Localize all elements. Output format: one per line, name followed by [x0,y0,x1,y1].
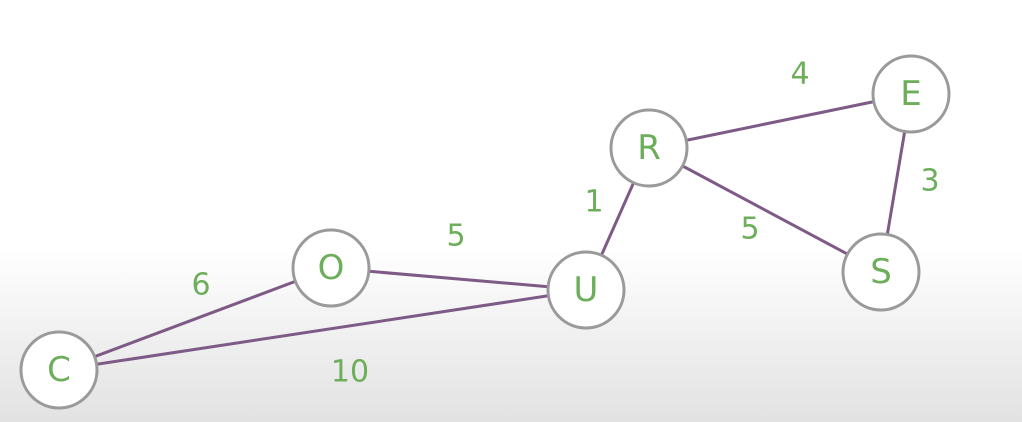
edge-weight-u-r: 1 [584,185,603,220]
edge-weight-e-s: 3 [920,164,939,199]
node-e: E [871,54,951,134]
node-circle-c [19,330,99,410]
node-label-r: R [637,128,661,168]
node-circle-r [609,108,689,188]
edge-weights-layer: 6 10 5 1 4 5 3 [191,57,939,390]
edge-c-u [57,288,588,372]
node-circle-o [291,228,371,308]
edge-c-o [57,266,333,372]
edge-weight-r-e: 4 [790,57,809,92]
node-o: O [291,228,371,308]
edge-weight-r-s: 5 [740,212,759,247]
node-circle-u [546,250,626,330]
node-u: U [546,250,626,330]
node-r: R [609,108,689,188]
node-label-e: E [900,74,921,114]
node-circle-s [841,232,921,312]
edge-r-e [647,92,913,150]
nodes-layer: C O U R E S [19,54,951,410]
edge-o-u [329,266,588,292]
node-s: S [841,232,921,312]
edge-weight-c-o: 6 [191,268,210,303]
edge-weight-c-u: 10 [331,355,369,390]
node-c: C [19,330,99,410]
edge-weight-o-u: 5 [446,219,465,254]
node-label-u: U [574,270,599,310]
node-circle-e [871,54,951,134]
node-label-o: O [318,248,345,288]
edges-layer [57,92,913,372]
node-label-c: C [47,350,71,390]
edge-r-s [647,146,883,274]
node-label-s: S [870,252,892,292]
